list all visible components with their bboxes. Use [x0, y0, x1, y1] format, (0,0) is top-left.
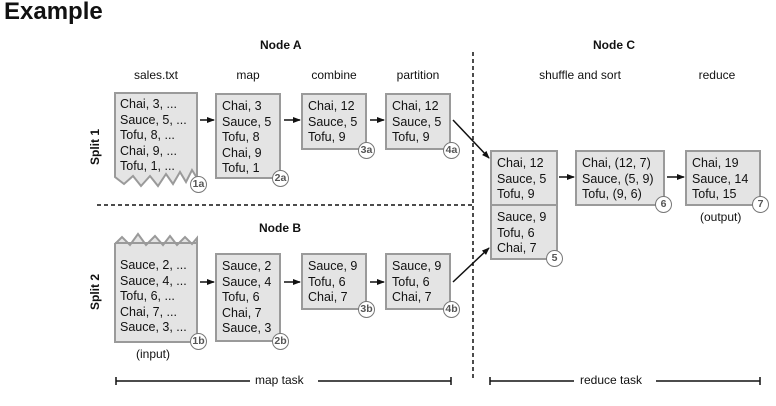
map-box-split1: Chai, 3 Sauce, 5 Tofu, 8 Chai, 9 Tofu, 1	[215, 93, 281, 179]
stage-label-map: map	[236, 68, 260, 82]
node-a-label: Node A	[260, 38, 302, 52]
arrow	[452, 119, 490, 159]
record: Sauce, (5, 9)	[582, 171, 654, 186]
page-title: Example	[4, 0, 103, 25]
record: Chai, 7	[497, 241, 537, 255]
record: Sauce, 5	[222, 114, 272, 129]
record: Sauce, 5	[392, 114, 442, 129]
stage-label-partition: partition	[396, 68, 440, 82]
input-records-split2: Sauce, 2, ... Sauce, 4, ... Tofu, 6, ...…	[120, 258, 187, 336]
partition-box-split1: Chai, 12 Sauce, 5 Tofu, 9	[385, 93, 451, 150]
record: Sauce, 5, ...	[120, 112, 187, 127]
record: Sauce, 5	[497, 171, 547, 186]
shuffle-box-top: Chai, 12 Sauce, 5 Tofu, 9	[490, 150, 558, 206]
node-b-label: Node B	[259, 221, 301, 235]
step-badge-7: 7	[752, 196, 769, 213]
record: Tofu, 6	[392, 274, 430, 289]
record: Tofu, 6	[497, 225, 535, 240]
partition-box-split2: Sauce, 9 Tofu, 6 Chai, 7	[385, 253, 451, 310]
record: Chai, 12	[497, 156, 544, 170]
sort-box: Chai, (12, 7) Sauce, (5, 9) Tofu, (9, 6)	[575, 150, 665, 206]
split-1-label: Split 1	[88, 129, 102, 166]
record: Sauce, 2, ...	[120, 258, 187, 272]
record: Sauce, 2	[222, 259, 272, 273]
input-caption: (input)	[136, 347, 171, 361]
record: Tofu, 1, ...	[120, 159, 175, 173]
record: Sauce, 9	[497, 210, 547, 224]
step-badge-4a: 4a	[443, 142, 460, 159]
record: Sauce, 3, ...	[120, 320, 187, 334]
map-task-label: map task	[255, 373, 304, 387]
record: Chai, 7	[392, 290, 432, 304]
record: Chai, 7	[308, 290, 348, 304]
record: Tofu, 6, ...	[120, 289, 175, 303]
record: Sauce, 9	[392, 259, 442, 273]
record: Chai, 9	[222, 145, 262, 160]
step-badge-5: 5	[546, 250, 563, 267]
record: Chai, 7, ...	[120, 304, 177, 319]
record: Sauce, 4, ...	[120, 273, 187, 288]
stage-label-reduce: reduce	[698, 68, 736, 82]
step-badge-3a: 3a	[358, 142, 375, 159]
record: Tofu, 1	[222, 161, 260, 175]
node-c-label: Node C	[593, 38, 635, 52]
step-badge-4b: 4b	[443, 301, 460, 318]
record: Tofu, 6	[222, 290, 260, 304]
input-records-split1: Chai, 3, ... Sauce, 5, ... Tofu, 8, ... …	[120, 97, 187, 175]
reduce-task-label: reduce task	[580, 373, 643, 387]
stage-label-combine: combine	[311, 68, 357, 82]
record: Tofu, 9	[392, 130, 430, 144]
record: Sauce, 3	[222, 321, 272, 335]
step-badge-3b: 3b	[358, 301, 375, 318]
step-badge-2b: 2b	[272, 333, 289, 350]
record: Chai, 12	[308, 99, 355, 113]
record: Chai, 9, ...	[120, 143, 177, 158]
reduce-box: Chai, 19 Sauce, 14 Tofu, 15	[685, 150, 761, 206]
record: Chai, 7	[222, 305, 262, 320]
record: Chai, 3, ...	[120, 97, 177, 111]
output-caption: (output)	[700, 210, 742, 224]
step-badge-1b: 1b	[190, 333, 207, 350]
combine-box-split2: Sauce, 9 Tofu, 6 Chai, 7	[301, 253, 367, 310]
record: Sauce, 5	[308, 114, 358, 129]
map-box-split2: Sauce, 2 Sauce, 4 Tofu, 6 Chai, 7 Sauce,…	[215, 253, 281, 342]
record: Tofu, 8, ...	[120, 128, 175, 142]
record: Chai, 19	[692, 156, 739, 170]
shuffle-box-bottom: Sauce, 9 Tofu, 6 Chai, 7	[490, 204, 558, 260]
stage-label-shuffle: shuffle and sort	[539, 68, 621, 82]
record: Tofu, 8	[222, 130, 260, 144]
record: Sauce, 14	[692, 171, 749, 186]
combine-box-split1: Chai, 12 Sauce, 5 Tofu, 9	[301, 93, 367, 150]
step-badge-2a: 2a	[272, 170, 289, 187]
input-box-split2	[114, 232, 198, 343]
input-box-split1	[114, 92, 198, 188]
record: Chai, (12, 7)	[582, 156, 651, 170]
record: Tofu, 6	[308, 274, 346, 289]
step-badge-6: 6	[655, 196, 672, 213]
record: Tofu, (9, 6)	[582, 187, 642, 201]
step-badge-1a: 1a	[190, 176, 207, 193]
record: Chai, 12	[392, 99, 439, 113]
record: Chai, 3	[222, 99, 262, 113]
stage-label-sales: sales.txt	[133, 68, 178, 82]
record: Tofu, 9	[497, 187, 535, 201]
split-2-label: Split 2	[88, 274, 102, 311]
record: Tofu, 9	[308, 130, 346, 144]
record: Sauce, 4	[222, 274, 272, 289]
record: Sauce, 9	[308, 259, 358, 273]
record: Tofu, 15	[692, 187, 737, 201]
arrow	[452, 247, 490, 283]
